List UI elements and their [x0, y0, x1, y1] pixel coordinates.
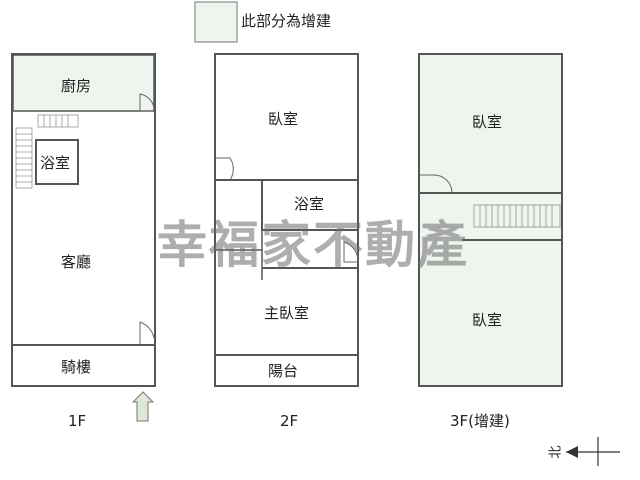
room-master: 主臥室	[264, 304, 309, 322]
master-door	[343, 241, 359, 263]
floor-3f-outline	[418, 53, 563, 387]
stairs-3f	[473, 204, 561, 228]
room-bedroom-3f-bottom: 臥室	[472, 311, 502, 329]
room-living: 客廳	[61, 253, 91, 271]
floor-label-3f: 3F(增建)	[450, 412, 510, 430]
compass-label: 北	[549, 445, 564, 458]
compass: 北	[549, 437, 620, 466]
floor-label-2f: 2F	[280, 412, 298, 430]
room-bedroom-3f-top: 臥室	[472, 113, 502, 131]
bath-2f-area	[261, 179, 359, 231]
room-arcade: 騎樓	[61, 358, 91, 376]
legend-swatch	[194, 1, 238, 43]
entrance-arrow	[131, 391, 155, 422]
stairs-1f	[15, 114, 79, 189]
bedroom-3f-door	[420, 174, 453, 194]
compass-arrow-icon	[566, 446, 578, 458]
living-door	[139, 321, 155, 346]
legend: 此部分為增建	[194, 1, 331, 43]
watermark: 幸福家不動產	[157, 216, 469, 274]
floor-label-1f: 1F	[68, 412, 86, 430]
room-balcony: 陽台	[268, 362, 298, 380]
floor-1f: 廚房 浴室 客廳 騎樓 1F	[11, 53, 156, 430]
floor-3f: 臥室 臥室 3F(增建)	[418, 53, 563, 430]
room-bath-1f: 浴室	[40, 154, 70, 172]
bath-1f-area	[35, 139, 79, 185]
kitchen-door	[139, 93, 155, 112]
room-kitchen: 廚房	[61, 77, 91, 95]
room-bath-2f: 浴室	[294, 195, 324, 213]
bedroom-2f-door	[216, 157, 234, 181]
legend-text: 此部分為增建	[241, 12, 331, 30]
kitchen-area	[12, 54, 155, 112]
room-bedroom-2f: 臥室	[268, 110, 298, 128]
floor-2f: 臥室 浴室 主臥室 陽台 2F	[214, 53, 359, 430]
